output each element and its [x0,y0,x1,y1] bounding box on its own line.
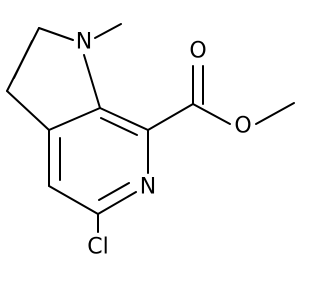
bond-n-methyl [94,23,122,39]
bond-c5-n6 [97,191,137,215]
pyrrole-nitrogen-label: N [76,30,92,55]
bond-c2-c3-double [13,40,33,79]
pyridine-nitrogen-label: N [140,175,156,200]
chemical-structure: N N Cl O O [6,23,295,260]
bond-c7-carbonyl-c [147,103,194,131]
carbonyl-oxygen-label: O [189,39,206,64]
bond-carbonyl-c-ester-o [192,103,231,125]
bond-c3-c3a [6,90,50,131]
bond-n-c2 [38,27,74,41]
bond-c7-c7a [99,107,149,131]
bond-c5-n6-double [98,182,130,201]
ester-oxygen-label: O [234,114,251,139]
chlorine-label: Cl [87,235,108,260]
bond-ester-o-methyl [255,102,295,125]
bond-c4-c5 [48,185,99,215]
bond-c7-c7a-double [100,117,138,136]
bond-n-c7a [83,54,101,109]
bond-c7a-c3a [48,107,101,131]
